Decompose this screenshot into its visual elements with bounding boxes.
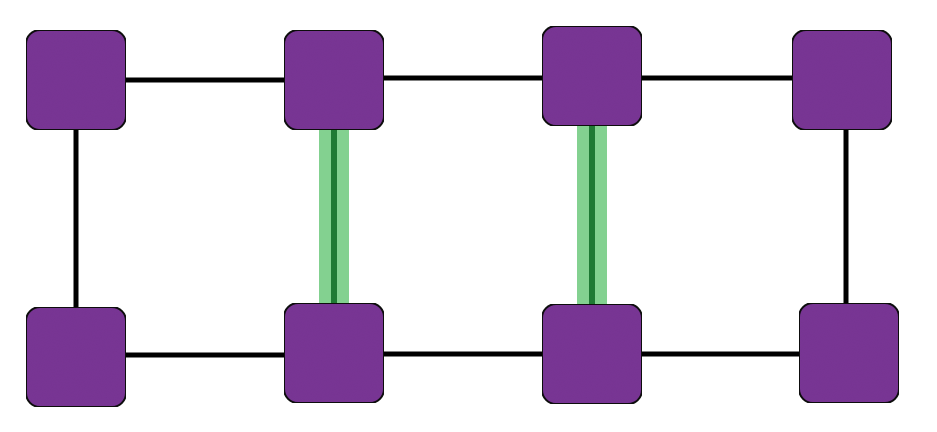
highlighted-edge-n2-n6	[319, 124, 349, 309]
graph-node-n5	[25, 306, 127, 408]
graph-node-n3	[541, 25, 643, 127]
nodes-layer	[25, 25, 900, 408]
highlighted-edge-n3-n7	[577, 120, 607, 310]
graph-node-n2	[283, 29, 385, 131]
graph-node-n6	[283, 302, 385, 404]
graph-node-n1	[25, 29, 127, 131]
edges-layer	[73, 75, 849, 358]
graph-node-n4	[791, 29, 893, 131]
graph-node-n7	[541, 303, 643, 405]
graph-node-n8	[798, 302, 900, 404]
